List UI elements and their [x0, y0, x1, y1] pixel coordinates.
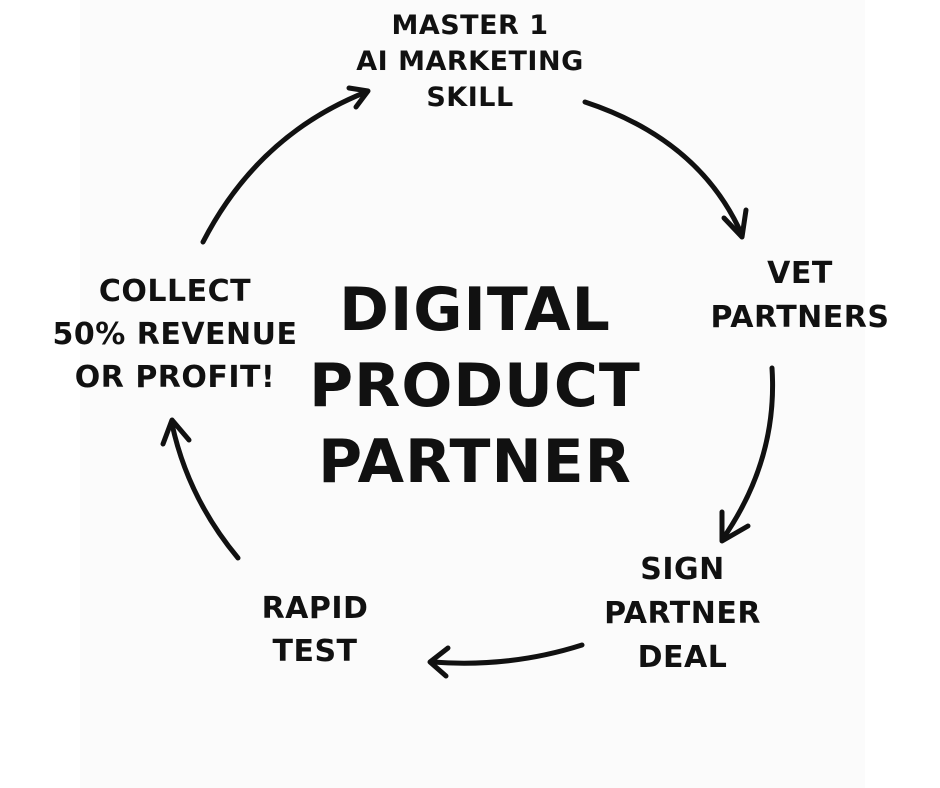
arrow-sign-to-rapid — [427, 642, 585, 679]
arrow-collect-to-master — [200, 85, 371, 245]
step-label-line: COLLECT — [98, 274, 252, 309]
center-title-line: DIGITAL — [339, 275, 611, 345]
step-label-line: VET — [767, 256, 833, 291]
center-title-line: PARTNER — [318, 427, 632, 497]
step-label-line: PARTNER — [604, 596, 761, 631]
arrow-vet-to-sign — [719, 365, 776, 544]
step-vet-partners: VET PARTNERS — [690, 252, 910, 340]
center-title-line: PRODUCT — [309, 351, 641, 421]
step-label-line: DEAL — [637, 640, 728, 675]
step-label-line: AI MARKETING — [356, 46, 584, 77]
step-label-line: OR PROFIT! — [74, 360, 276, 395]
step-sign-partner-deal: SIGN PARTNER DEAL — [585, 548, 780, 680]
step-label-line: MASTER 1 — [391, 10, 549, 41]
step-label-line: TEST — [272, 634, 358, 669]
step-label-line: 50% REVENUE — [52, 317, 298, 352]
step-label-line: RAPID — [261, 591, 369, 626]
step-master-ai-marketing-skill: MASTER 1 AI MARKETING SKILL — [330, 8, 610, 116]
step-rapid-test: RAPID TEST — [225, 587, 405, 673]
step-label-line: SIGN — [640, 552, 725, 587]
arrow-rapid-to-collect — [160, 417, 241, 561]
step-label-line: PARTNERS — [710, 300, 890, 335]
arrow-master-to-vet — [582, 99, 749, 240]
center-title: DIGITAL PRODUCT PARTNER — [280, 272, 670, 500]
step-collect-revenue: COLLECT 50% REVENUE OR PROFIT! — [30, 270, 320, 399]
background-panel — [80, 0, 865, 788]
step-label-line: SKILL — [426, 82, 514, 113]
